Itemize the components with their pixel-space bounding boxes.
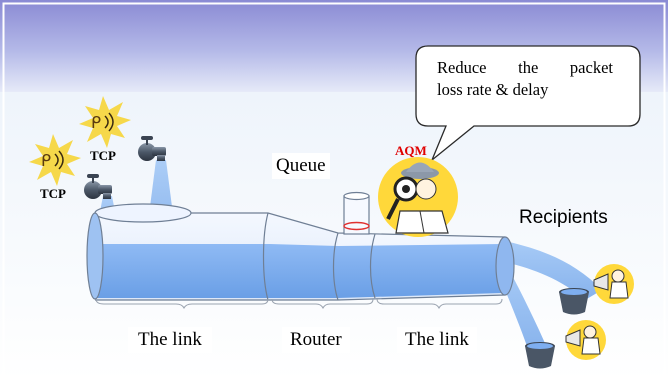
brace-link-right — [376, 298, 503, 310]
sound-burst-icon: ᑭ — [29, 134, 81, 186]
tcp-label-top: TCP — [90, 148, 116, 163]
detective-icon — [378, 157, 458, 237]
callout-text: Reduce the packet loss rate & delay — [437, 57, 613, 101]
aqm-label: AQM — [395, 143, 427, 158]
tcp-label-bottom: TCP — [40, 186, 66, 201]
router-label: Router — [282, 327, 350, 353]
svg-text:ᑭ: ᑭ — [91, 113, 101, 132]
svg-text:ᑭ: ᑭ — [41, 151, 51, 170]
link-label-right: The link — [397, 327, 477, 353]
queue-tube — [343, 191, 370, 235]
pipe-water — [96, 244, 502, 298]
callout-line-1: Reduce the packet — [437, 58, 613, 77]
pipe-inlet-opening — [94, 203, 192, 223]
bucket-icon — [559, 288, 589, 315]
brace-router — [271, 298, 374, 310]
faucet-icon — [138, 136, 166, 161]
bucket-icon — [525, 342, 555, 369]
callout-line-2: loss rate & delay — [437, 80, 549, 99]
callout-bubble — [415, 45, 641, 161]
pipe-outlet — [495, 236, 515, 296]
megaphone-person-icon — [593, 264, 634, 304]
sound-burst-icon: ᑭ — [79, 96, 131, 148]
recipients-label: Recipients — [519, 207, 608, 228]
megaphone-person-icon — [565, 320, 606, 360]
faucet-icon — [84, 174, 112, 199]
link-label-left: The link — [128, 327, 212, 353]
pipe — [86, 191, 515, 301]
brace-link-left — [95, 298, 269, 310]
queue-label: Queue — [272, 153, 330, 179]
